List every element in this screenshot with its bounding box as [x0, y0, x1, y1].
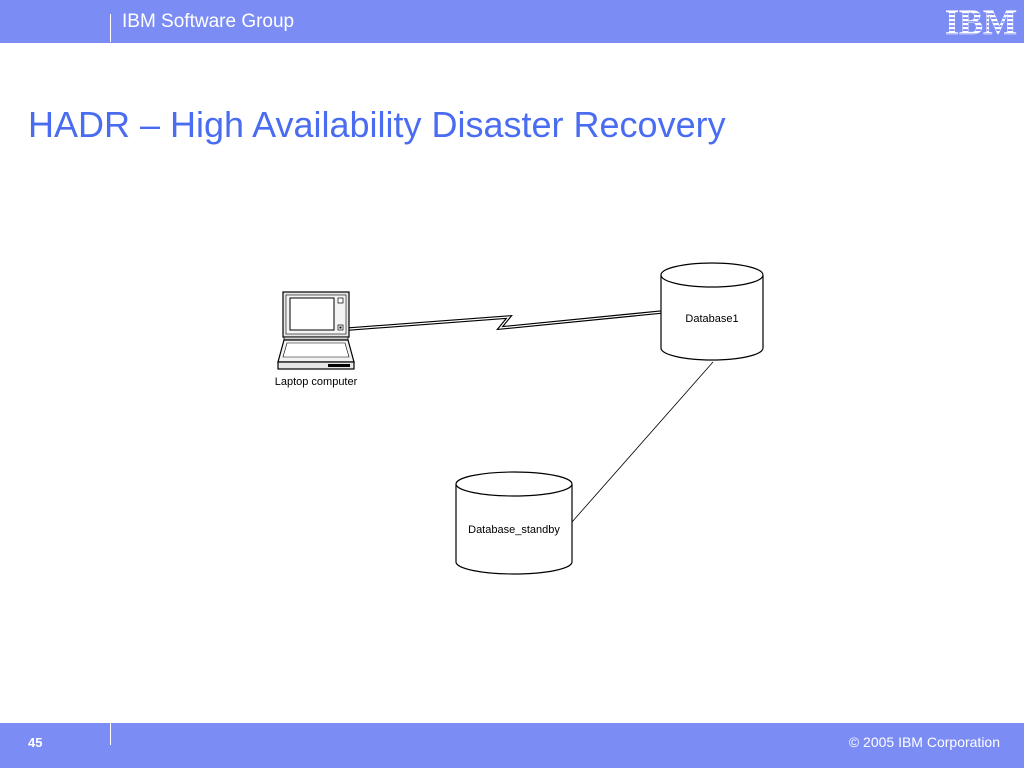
database1-label: Database1 — [685, 313, 738, 325]
page-number: 45 — [28, 735, 43, 750]
link-laptop-db1-inner — [348, 311, 663, 330]
footer-divider — [110, 723, 111, 745]
database-standby-icon[interactable] — [455, 471, 573, 575]
header-divider — [110, 14, 111, 42]
link-db1-db2 — [571, 361, 714, 523]
footer-bar: 45 © 2005 IBM Corporation — [0, 723, 1024, 768]
copyright-notice: © 2005 IBM Corporation — [848, 734, 1000, 750]
laptop-label: Laptop computer — [275, 376, 358, 388]
ibm-logo-icon: IBM IBM — [945, 3, 1017, 39]
slide-title: HADR – High Availability Disaster Recove… — [28, 104, 726, 145]
group-name: IBM Software Group — [122, 11, 295, 32]
database-standby-label: Database_standby — [468, 524, 560, 536]
logo-text: IBM — [945, 3, 1017, 39]
database1-icon[interactable] — [660, 262, 764, 361]
header-bar: IBM Software Group IBM IBM — [0, 0, 1024, 43]
laptop-icon[interactable] — [277, 291, 355, 370]
